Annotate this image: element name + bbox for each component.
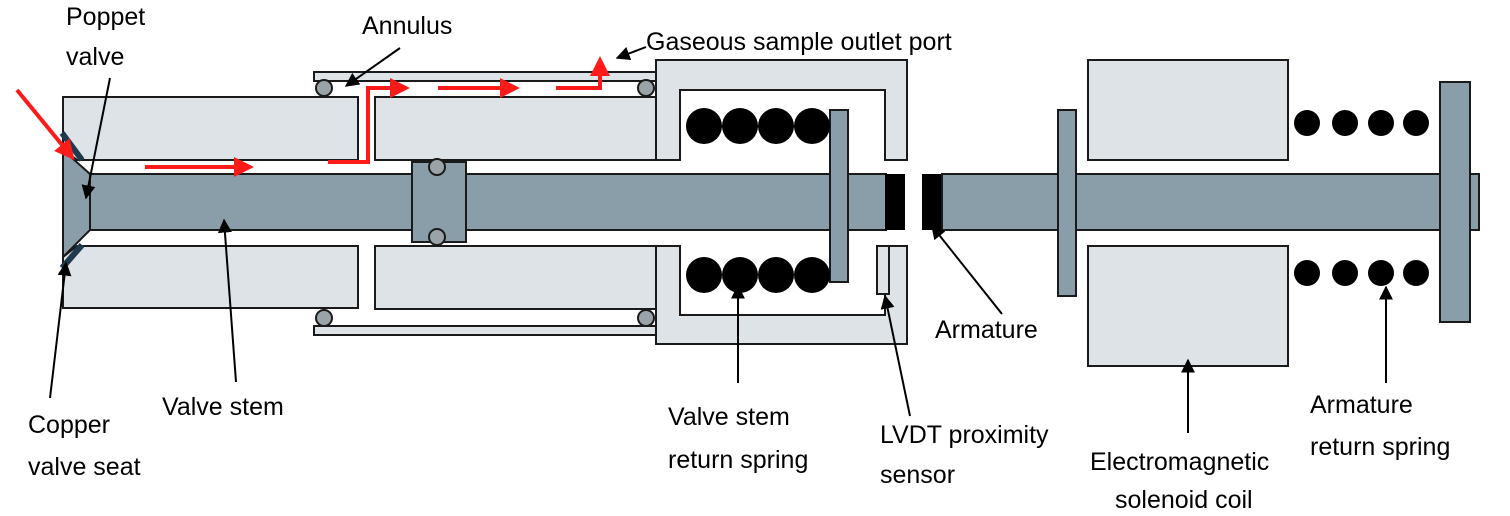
oring-collar-top <box>428 158 446 176</box>
annulus-tube-top <box>313 71 661 82</box>
oring-annulus-bl <box>315 309 333 327</box>
oring-collar-bottom <box>428 228 446 246</box>
leader-copper <box>49 261 72 399</box>
label-armature-spring-1: Armature <box>1310 391 1413 419</box>
leader-valve-stem <box>217 218 237 383</box>
armature-plate-left <box>1057 109 1077 297</box>
spring-housing-top <box>655 59 908 161</box>
label-copper-seat-2: valve seat <box>28 453 141 481</box>
label-copper-seat-1: Copper <box>28 411 110 439</box>
leader-outlet <box>615 46 647 61</box>
label-solenoid-1: Electromagnetic <box>1090 448 1269 476</box>
annulus-tube-bottom <box>313 325 661 336</box>
leader-armature <box>931 224 1003 315</box>
label-lvdt-2: sensor <box>880 461 955 489</box>
left-housing-bottom <box>62 245 359 309</box>
label-solenoid-2: solenoid coil <box>1115 486 1253 514</box>
flow-arrow-outlet <box>556 56 610 90</box>
middle-housing-top <box>374 96 659 161</box>
label-stem-spring-2: return spring <box>668 446 808 474</box>
middle-housing-bottom <box>374 245 659 310</box>
lvdt-target <box>885 174 905 230</box>
spring-plate <box>829 109 849 283</box>
leader-annulus <box>344 47 401 87</box>
leader-poppet <box>81 77 111 200</box>
label-poppet-valve-1: Poppet <box>66 3 145 31</box>
leader-lvdt <box>880 294 911 417</box>
armature-spring-coils-bottom <box>1294 260 1429 286</box>
armature-spring-coils-top <box>1294 110 1429 136</box>
armature-black <box>922 174 942 230</box>
lvdt-sensor-body <box>876 245 890 295</box>
oring-annulus-tr <box>637 79 655 97</box>
label-armature: Armature <box>935 316 1038 344</box>
label-gaseous-outlet: Gaseous sample outlet port <box>646 28 952 56</box>
oring-annulus-tl <box>315 79 333 97</box>
solenoid-coil-bottom <box>1087 245 1289 367</box>
label-valve-stem: Valve stem <box>162 393 284 421</box>
armature-shaft <box>941 173 1480 231</box>
flow-arrow-inlet <box>15 88 75 161</box>
left-housing-top <box>62 96 359 161</box>
solenoid-coil-top <box>1087 59 1289 161</box>
label-lvdt-1: LVDT proximity <box>880 421 1049 449</box>
poppet-valve-head <box>62 147 91 260</box>
label-poppet-valve-2: valve <box>66 43 124 71</box>
flow-arrow-riser <box>328 78 410 164</box>
oring-annulus-br <box>637 309 655 327</box>
label-armature-spring-2: return spring <box>1310 433 1450 461</box>
armature-plate-right <box>1439 81 1471 323</box>
valve-stem-body <box>77 173 887 231</box>
valve-stem-spring-coils-top <box>686 108 830 144</box>
label-stem-spring-1: Valve stem <box>668 403 790 431</box>
label-annulus: Annulus <box>362 12 452 40</box>
valve-stem-spring-coils-bottom <box>686 257 830 293</box>
